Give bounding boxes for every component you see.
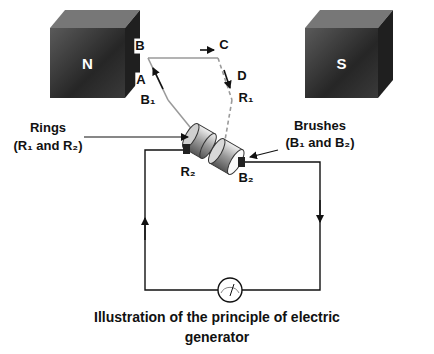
part-label: B₂ — [237, 171, 254, 186]
pole-letter: S — [336, 55, 346, 72]
brush — [183, 144, 190, 154]
figure-caption: Illustration of the principle of electri… — [87, 307, 347, 348]
part-label: B₁ — [140, 93, 157, 108]
galvanometer — [218, 278, 242, 302]
part-label: (B₁ and B₂) — [285, 136, 356, 151]
magnet-block — [50, 10, 393, 98]
pole-letter: N — [82, 55, 93, 72]
part-label: B — [134, 39, 145, 54]
part-label: A — [135, 73, 146, 88]
part-label: C — [218, 38, 229, 53]
leader-line — [84, 136, 188, 137]
part-label: D — [236, 69, 247, 84]
part-label: (R₁ and R₂) — [13, 139, 84, 154]
brush — [238, 157, 245, 167]
magnet-pole: N — [50, 28, 125, 98]
part-label: R₁ — [238, 91, 255, 106]
part-label: R₂ — [179, 165, 196, 180]
leader-line — [250, 150, 278, 157]
part-label: Brushes — [293, 119, 347, 134]
part-label: Rings — [29, 121, 67, 136]
magnet-pole: S — [305, 28, 378, 98]
